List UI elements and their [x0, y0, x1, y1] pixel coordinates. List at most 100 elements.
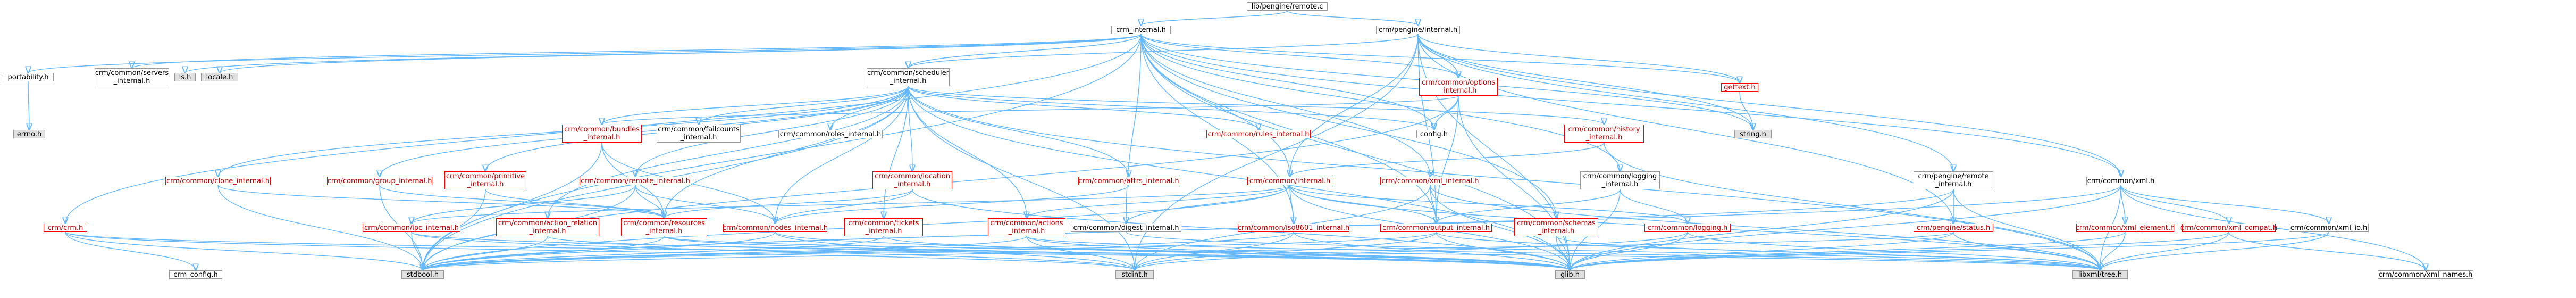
edge-output_internal-to-glib	[1436, 231, 1570, 270]
node-rules-internal-h[interactable]: crm/common/rules_internal.h	[1206, 130, 1311, 138]
node-scheduler-internal-h[interactable]: crm/common/scheduler _internal.h	[867, 68, 950, 86]
edge-primitive_internal-to-resources_internal	[485, 189, 664, 218]
edge-iso8601_internal-to-glib	[1293, 231, 1570, 270]
edge-scheduler_internal-to-stdint	[908, 86, 1135, 270]
edge-scheduler_internal-to-history_internal	[908, 86, 1604, 125]
edge-action_relation-to-glib	[547, 236, 1570, 270]
node-portability-h[interactable]: portability.h	[3, 73, 54, 81]
node-resources-internal-h[interactable]: crm/common/resources _internal.h	[621, 218, 707, 236]
node-stdint-h: stdint.h	[1115, 270, 1154, 279]
edge-status-to-stdbool	[423, 231, 1954, 270]
node-crm-config-h[interactable]: crm_config.h	[169, 270, 222, 279]
node-crm-h[interactable]: crm/crm.h	[44, 224, 87, 232]
node-logging-internal-h[interactable]: crm/common/logging _internal.h	[1580, 171, 1660, 189]
edge-xml_compat-to-xml_names	[2228, 231, 2426, 270]
node-bundles-internal-h[interactable]: crm/common/bundles _internal.h	[562, 125, 642, 143]
edge-logging_internal-to-logging	[1620, 189, 1688, 224]
node-actions-internal-h[interactable]: crm/common/actions _internal.h	[988, 218, 1065, 236]
node-locale-h: locale.h	[201, 73, 238, 81]
node-pengine-internal-h[interactable]: crm/pengine/internal.h	[1376, 26, 1460, 34]
edge-pengine_internal-to-string	[1417, 34, 1753, 130]
node-config-h[interactable]: config.h	[1416, 130, 1451, 138]
edge-crm_internal-to-locale	[220, 34, 1142, 73]
edge-scheduler_internal-to-nodes_internal	[775, 86, 909, 224]
edge-xml_io-to-glib	[1570, 231, 2329, 270]
edge-nodes_internal-to-stdbool	[423, 231, 776, 270]
edge-crm_internal-to-schemas_internal	[1140, 34, 1556, 218]
node-xml-element-h[interactable]: crm/common/xml_element.h	[2075, 224, 2175, 232]
edge-scheduler_internal-to-libxml_tree	[908, 86, 2100, 270]
node-libxml-tree-h: libxml/tree.h	[2072, 270, 2128, 279]
edge-scheduler_internal-to-rules_internal	[908, 86, 1258, 130]
node-remote-c[interactable]: lib/pengine/remote.c	[1247, 2, 1328, 11]
node-ls-h: ls.h	[174, 73, 196, 81]
node-common-internal-h[interactable]: crm/common/internal.h	[1247, 177, 1332, 185]
edge-crm_internal-to-output_internal	[1140, 34, 1436, 224]
edge-scheduler_internal-to-remote_internal	[635, 86, 909, 177]
edge-crm_internal-to-gettext	[1140, 34, 1740, 83]
edge-status-to-libxml_tree	[1953, 231, 2100, 270]
node-failcounts-internal-h[interactable]: crm/common/failcounts _internal.h	[657, 125, 741, 143]
edge-resources_internal-to-stdbool	[423, 236, 665, 270]
edge-logging_internal-to-output_internal	[1436, 189, 1621, 224]
node-location-internal-h[interactable]: crm/common/location _internal.h	[872, 171, 952, 189]
node-gettext-h[interactable]: gettext.h	[1721, 83, 1758, 92]
node-attrs-internal-h[interactable]: crm/common/attrs_internal.h	[1078, 177, 1179, 185]
edge-crm_h-to-glib	[65, 231, 1570, 270]
node-digest-internal-h[interactable]: crm/common/digest_internal.h	[1071, 224, 1181, 232]
node-iso8601-internal-h[interactable]: crm/common/iso8601_internal.h	[1237, 224, 1350, 232]
node-roles-internal-h[interactable]: crm/common/roles_internal.h	[778, 130, 883, 138]
edge-iso8601_internal-to-stdbool	[423, 231, 1294, 270]
edge-location_internal-to-resources_internal	[664, 189, 913, 218]
node-remote-internal-h[interactable]: crm/common/remote_internal.h	[580, 177, 691, 185]
edge-logging-to-stdint	[1135, 231, 1688, 270]
edge-actions_internal-to-glib	[1026, 236, 1570, 270]
edge-common_internal-to-ipc_internal	[412, 185, 1290, 224]
edge-options_internal-to-bundles_internal	[602, 95, 1459, 125]
node-crm-internal-h[interactable]: crm_internal.h	[1111, 26, 1171, 34]
edge-crm_internal-to-config	[1140, 34, 1434, 130]
edge-common_internal-to-actions_internal	[1027, 185, 1290, 218]
edge-xml-to-xml_compat	[2120, 185, 2229, 224]
edge-scheduler_internal-to-tickets_internal	[884, 86, 909, 218]
node-history-internal-h[interactable]: crm/common/history _internal.h	[1564, 125, 1644, 143]
node-stdbool-h: stdbool.h	[401, 270, 444, 279]
edge-common_internal-to-digest_internal	[1126, 185, 1290, 224]
edge-xml_element-to-glib	[1570, 231, 2126, 270]
edge-pengine_internal-to-common_internal	[1290, 34, 1419, 177]
node-pengine-remote-internal-h[interactable]: crm/pengine/remote _internal.h	[1914, 171, 1993, 189]
node-schemas-internal-h[interactable]: crm/common/schemas _internal.h	[1514, 218, 1598, 236]
node-output-internal-h[interactable]: crm/common/output_internal.h	[1380, 224, 1492, 232]
node-clone-internal-h[interactable]: crm/common/clone_internal.h	[165, 177, 271, 185]
node-options-internal-h[interactable]: crm/common/options _internal.h	[1419, 78, 1498, 96]
edge-pengine_internal-to-stdint	[1135, 34, 1419, 270]
edge-remote_internal_pe-to-libxml_tree	[1953, 189, 2100, 270]
edge-gettext-to-string	[1739, 91, 1753, 130]
node-status-h[interactable]: crm/pengine/status.h	[1914, 224, 1993, 232]
node-xml-h[interactable]: crm/common/xml.h	[2086, 177, 2155, 185]
node-logging-h[interactable]: crm/common/logging.h	[1644, 224, 1731, 232]
edge-pengine_internal-to-scheduler_internal	[908, 34, 1419, 68]
edge-nodes_internal-to-stdint	[775, 231, 1135, 270]
edge-action_relation-to-stdbool	[423, 236, 548, 270]
edge-xml_internal-to-libxml_tree	[1430, 185, 2100, 270]
node-xml-names-h[interactable]: crm/common/xml_names.h	[2378, 270, 2473, 279]
node-xml-io-h[interactable]: crm/common/xml_io.h	[2289, 224, 2369, 232]
edge-crm_h-to-stdbool	[65, 231, 423, 270]
node-ipc-internal-h[interactable]: crm/common/ipc_internal.h	[363, 224, 460, 232]
node-xml-compat-h[interactable]: crm/common/xml_compat.h	[2180, 224, 2278, 232]
node-xml-internal-h[interactable]: crm/common/xml_internal.h	[1380, 177, 1480, 185]
edge-actions_internal-to-stdbool	[423, 236, 1027, 270]
node-primitive-internal-h[interactable]: crm/common/primitive _internal.h	[444, 171, 526, 189]
node-tickets-internal-h[interactable]: crm/common/tickets _internal.h	[844, 218, 923, 236]
edge-attrs_internal-to-nodes_internal	[775, 185, 1129, 224]
edge-common_internal-to-output_internal	[1289, 185, 1436, 224]
edge-output_internal-to-stdint	[1135, 231, 1437, 270]
node-group-internal-h[interactable]: crm/common/group_internal.h	[327, 177, 432, 185]
node-servers-internal-h[interactable]: crm/common/servers _internal.h	[95, 68, 169, 86]
edge-crm_internal-to-options_internal	[1140, 34, 1458, 78]
edge-clone_internal-to-resources_internal	[217, 185, 664, 218]
node-action-relation-internal-h[interactable]: crm/common/action_relation _internal.h	[496, 218, 599, 236]
node-nodes-internal-h[interactable]: crm/common/nodes_internal.h	[722, 224, 828, 232]
